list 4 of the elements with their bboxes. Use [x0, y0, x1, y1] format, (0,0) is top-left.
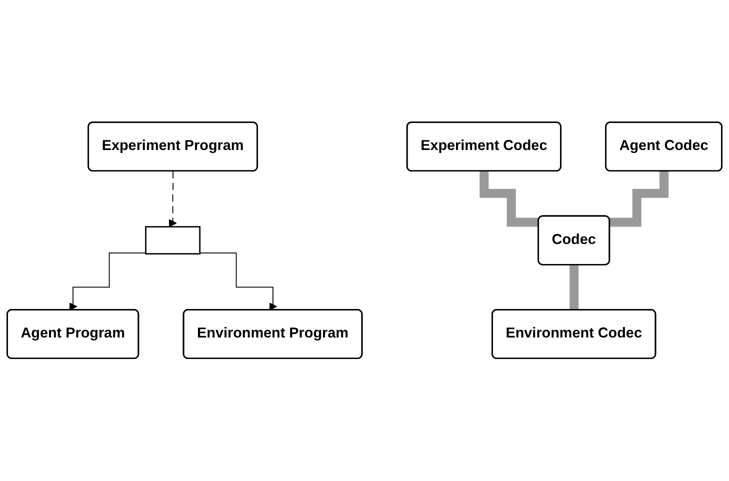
node-box	[145, 226, 200, 255]
arrow	[69, 252, 146, 311]
arrow	[168, 171, 177, 228]
arrow	[199, 252, 278, 311]
